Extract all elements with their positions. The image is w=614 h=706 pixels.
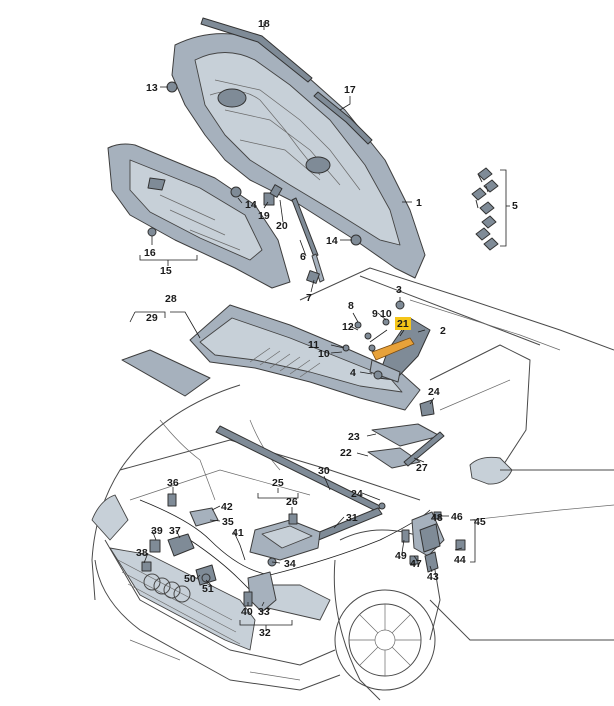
callout-37: 37	[169, 525, 181, 537]
callout-43: 43	[427, 571, 439, 583]
small-screws-group	[342, 318, 390, 352]
cover-panel-29	[121, 349, 211, 397]
callout-38: 38	[136, 547, 148, 559]
callout-44: 44	[454, 554, 466, 566]
callout-51: 51	[202, 583, 214, 595]
callout-17: 17	[344, 84, 356, 96]
callout-15: 15	[160, 265, 172, 277]
car-body-outline	[91, 267, 614, 701]
callout-5: 5	[512, 200, 518, 212]
callout-8: 8	[348, 300, 354, 312]
callout-28: 28	[165, 293, 177, 305]
callout-4: 4	[350, 367, 356, 379]
callout-12: 12	[342, 321, 354, 333]
clip-16	[147, 227, 157, 237]
hood-insulation-mat	[107, 143, 291, 289]
callout-14-left: 14	[245, 199, 257, 211]
callout-36: 36	[167, 477, 179, 489]
callout-14-right: 14	[326, 235, 338, 247]
callout-20: 20	[276, 220, 288, 232]
group-bracket-lines	[129, 169, 510, 630]
hinge-19	[263, 192, 275, 206]
callout-34: 34	[284, 558, 296, 570]
audi-logo-rings	[143, 573, 191, 603]
callout-46: 46	[451, 511, 463, 523]
clip-13	[166, 81, 178, 93]
callout-2: 2	[440, 325, 446, 337]
callout-27: 27	[416, 462, 428, 474]
callout-45: 45	[474, 516, 486, 528]
callout-35: 35	[222, 516, 234, 528]
callout-30: 30	[318, 465, 330, 477]
callout-1: 1	[416, 197, 422, 209]
callout-40: 40	[241, 606, 253, 618]
rail-27	[403, 431, 445, 467]
callout-23: 23	[348, 431, 360, 443]
callout-42: 42	[221, 501, 233, 513]
callout-41: 41	[232, 527, 244, 539]
callout-24-top: 24	[428, 386, 440, 398]
bolt-set-5	[471, 167, 499, 251]
bracket-24-top	[419, 399, 435, 417]
callout-48: 48	[431, 512, 443, 524]
callout-24-bottom: 24	[351, 488, 363, 500]
callout-13: 13	[146, 82, 158, 94]
hood-seal-strip-18	[200, 17, 313, 83]
callout-29: 29	[146, 312, 158, 324]
callout-47: 47	[410, 558, 422, 570]
callout-10-top: 10	[380, 308, 392, 320]
callout-18: 18	[258, 18, 270, 30]
callout-25: 25	[272, 477, 284, 489]
callout-7: 7	[306, 292, 312, 304]
gas-strut	[291, 197, 325, 284]
bumper-stop-14-left	[230, 186, 242, 198]
callout-26: 26	[286, 496, 298, 508]
callout-10-bottom: 10	[318, 348, 330, 360]
leader-lines	[143, 22, 463, 607]
callout-49: 49	[395, 550, 407, 562]
bracket-20	[269, 184, 283, 198]
callout-16: 16	[144, 247, 156, 259]
callout-21: 21	[397, 318, 409, 330]
callout-6: 6	[300, 251, 306, 263]
callout-labels: 18 17 13 1 5 14 19 20 14 6 7 16 15 28 29…	[136, 18, 518, 639]
callout-31: 31	[346, 512, 358, 524]
highlighted-part-21	[371, 337, 415, 361]
callout-33: 33	[258, 606, 270, 618]
callout-9: 9	[372, 308, 378, 320]
callout-19: 19	[258, 210, 270, 222]
cowl-panel	[189, 304, 421, 411]
callout-32: 32	[259, 627, 271, 639]
callout-39: 39	[151, 525, 163, 537]
hood-seal-strip-17	[313, 91, 373, 145]
hood-panel	[171, 33, 426, 279]
callout-11: 11	[308, 339, 319, 351]
callout-50: 50	[184, 573, 196, 585]
front-latch-parts	[141, 493, 466, 613]
callout-21-highlight	[395, 317, 411, 330]
callout-3: 3	[396, 284, 402, 296]
callout-22: 22	[340, 447, 352, 459]
hood-latch-actuator	[369, 300, 431, 383]
bumper-stop-14-right	[350, 234, 362, 246]
